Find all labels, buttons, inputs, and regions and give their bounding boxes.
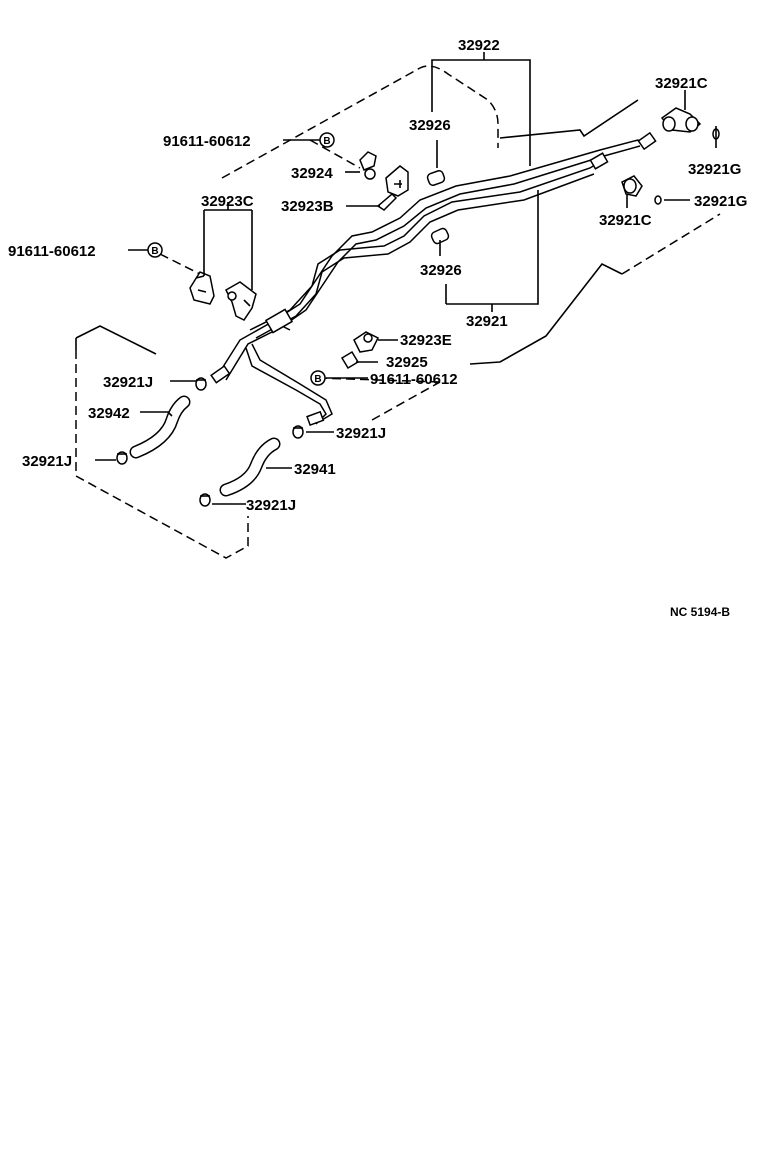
label-32921j-4: 32921J xyxy=(246,497,296,514)
pipe-assembly xyxy=(210,131,657,427)
label-32926-mid: 32926 xyxy=(420,262,462,279)
label-32942: 32942 xyxy=(88,405,130,422)
hose-clamp-4 xyxy=(199,493,211,507)
label-32924: 32924 xyxy=(291,165,333,182)
hose-clamp-1 xyxy=(195,377,207,391)
grommet-32926-mid xyxy=(430,227,450,245)
label-32922: 32922 xyxy=(458,37,500,54)
label-32941: 32941 xyxy=(294,461,336,478)
label-91611-mid: 91611-60612 xyxy=(370,371,458,388)
label-32921j-3: 32921J xyxy=(336,425,386,442)
drawing-code: NC 5194-B xyxy=(670,605,730,619)
label-32921g-top: 32921G xyxy=(688,161,741,178)
label-32921: 32921 xyxy=(466,313,508,330)
label-32926-top: 32926 xyxy=(409,117,451,134)
bolt-marker-left: B xyxy=(147,242,163,258)
dashed-outline-left xyxy=(159,139,441,421)
label-32923b: 32923B xyxy=(281,198,334,215)
svg-text:B: B xyxy=(151,246,158,257)
label-32921c-mid: 32921C xyxy=(599,212,652,229)
label-32923c: 32923C xyxy=(201,193,254,210)
oring-32921g-right xyxy=(654,195,662,205)
clamp-32923e xyxy=(353,331,380,353)
fitting-32921c-top xyxy=(660,107,702,133)
hose-32942 xyxy=(129,395,191,459)
svg-text:B: B xyxy=(323,136,330,147)
bolt-marker-mid: B xyxy=(310,370,326,386)
label-91611-left: 91611-60612 xyxy=(8,243,96,260)
clamp-32924 xyxy=(359,151,377,180)
leader-lines xyxy=(95,52,717,505)
hose-clamp-2 xyxy=(116,451,128,465)
hose-32941 xyxy=(219,437,281,497)
bracket-32923b xyxy=(376,165,409,211)
bracket-32923c-right xyxy=(225,281,257,321)
bolt-marker-top: B xyxy=(319,132,335,148)
svg-text:B: B xyxy=(314,374,321,385)
label-32921j-2: 32921J xyxy=(22,453,72,470)
label-32923e: 32923E xyxy=(400,332,452,349)
label-32925: 32925 xyxy=(386,354,428,371)
dashed-outline-upper xyxy=(221,65,721,275)
bracket-32923c-left xyxy=(189,271,215,305)
dashed-outline-lower xyxy=(75,325,157,355)
dashed-outline-lower-2 xyxy=(75,350,249,559)
label-32921j-1: 32921J xyxy=(103,374,153,391)
label-91611-top: 91611-60612 xyxy=(163,133,251,150)
label-32921c-top: 32921C xyxy=(655,75,708,92)
hose-clamp-3 xyxy=(292,425,304,439)
grommet-32926-top xyxy=(426,170,446,186)
dashed-outline-right xyxy=(469,262,623,365)
fitting-32921c-mid xyxy=(621,175,643,197)
clamp-32925 xyxy=(340,350,360,370)
label-32921g-right: 32921G xyxy=(694,193,747,210)
